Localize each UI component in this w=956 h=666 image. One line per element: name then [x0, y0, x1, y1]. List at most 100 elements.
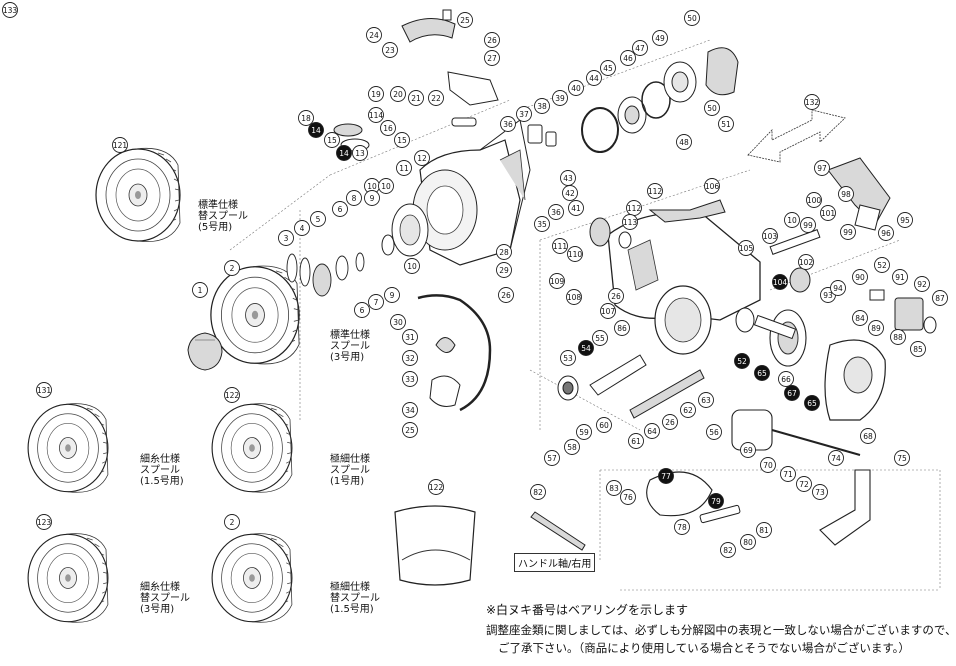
part-callout-circle — [592, 330, 608, 346]
part-callout-circle — [568, 200, 584, 216]
part-number: 18 — [301, 114, 311, 123]
part-callout-circle — [738, 240, 754, 256]
part-callout-3: 3 — [278, 230, 294, 246]
part-number: 81 — [759, 526, 769, 535]
part-number: 26 — [501, 291, 511, 300]
part-callout-circle — [662, 414, 678, 430]
part-number: 26 — [611, 292, 621, 301]
part-number: 52 — [877, 261, 887, 270]
part-callout-72: 72 — [796, 476, 812, 492]
part-callout-circle — [192, 282, 208, 298]
part-number: 15 — [397, 136, 407, 145]
part-number: 102 — [799, 258, 814, 267]
part-number: 70 — [763, 461, 773, 470]
part-callout-circle — [704, 100, 720, 116]
part-callout-circle — [890, 329, 906, 345]
part-number: 20 — [393, 90, 403, 99]
part-callout-30: 30 — [390, 314, 406, 330]
part-callout-20: 20 — [390, 86, 406, 102]
part-number: 100 — [807, 196, 822, 205]
part-callout-circle — [484, 50, 500, 66]
part-number: 26 — [665, 418, 675, 427]
part-number: 16 — [383, 124, 393, 133]
part-number: 91 — [895, 273, 905, 282]
part-number: 7 — [374, 298, 379, 307]
part-number: 94 — [833, 284, 843, 293]
handle-shaft — [530, 511, 586, 551]
spool-band — [394, 505, 476, 586]
part-callout-circle — [718, 116, 734, 132]
part-callout-73: 73 — [812, 484, 828, 500]
part-number: 97 — [817, 164, 827, 173]
part-callout-circle — [586, 70, 602, 86]
part-callout-14: 14 — [308, 122, 324, 138]
part-callout-circle — [622, 214, 638, 230]
part-number: 82 — [533, 488, 543, 497]
part-callout-circle — [874, 257, 890, 273]
part-number: 86 — [617, 324, 627, 333]
part-callout-40: 40 — [568, 80, 584, 96]
part-callout-33: 33 — [402, 371, 418, 387]
part-number: 55 — [595, 334, 605, 343]
part-callout-82: 82 — [530, 484, 546, 500]
part-callout-circle — [762, 228, 778, 244]
part-callout-circle — [402, 402, 418, 418]
part-callout-circle — [298, 110, 314, 126]
part-callout-112: 112 — [626, 200, 642, 216]
part-callout-circle — [390, 314, 406, 330]
part-number: 9 — [370, 194, 375, 203]
part-number: 83 — [609, 484, 619, 493]
part-callout-24: 24 — [366, 27, 382, 43]
part-callout-63: 63 — [698, 392, 714, 408]
part-callout-13: 13 — [352, 145, 368, 161]
part-callout-circle — [596, 417, 612, 433]
part-number: 47 — [635, 44, 645, 53]
part-number: 74 — [831, 454, 841, 463]
part-callout-105: 105 — [738, 240, 754, 256]
part-callout-circle — [294, 220, 310, 236]
part-number: 66 — [781, 375, 791, 384]
spool-label-line: (5号用) — [198, 221, 232, 233]
part-callout-114: 114 — [368, 107, 384, 123]
part-callout-12: 12 — [414, 150, 430, 166]
spool-label-line: (1.5号用) — [140, 475, 184, 487]
direction-arrow — [747, 109, 846, 163]
part-number: 23 — [385, 46, 395, 55]
part-callout-circle — [352, 145, 368, 161]
part-callout-circle — [368, 86, 384, 102]
part-callout-94: 94 — [830, 280, 846, 296]
part-callout-61: 61 — [628, 433, 644, 449]
part-callout-circle — [566, 289, 582, 305]
part-number: 2 — [230, 264, 235, 273]
part-number: 10 — [381, 182, 391, 191]
part-callout-58: 58 — [564, 439, 580, 455]
part-callout-96: 96 — [878, 225, 894, 241]
part-callout-6: 6 — [354, 302, 370, 318]
part-number: 50 — [707, 104, 717, 113]
part-callout-42: 42 — [562, 185, 578, 201]
part-callout-circle — [500, 116, 516, 132]
part-callout-26: 26 — [608, 288, 624, 304]
part-callout-circle — [562, 185, 578, 201]
part-callout-59: 59 — [576, 424, 592, 440]
part-callout-132: 132 — [804, 94, 820, 110]
part-callout-6: 6 — [332, 201, 348, 217]
part-callout-97: 97 — [814, 160, 830, 176]
part-callout-circle — [620, 489, 636, 505]
part-callout-circle — [549, 273, 565, 289]
part-callout-99: 99 — [800, 217, 816, 233]
spool-label-line: (3号用) — [140, 603, 174, 615]
part-number: 111 — [553, 242, 568, 251]
part-callout-121: 121 — [112, 137, 128, 153]
part-callout-39: 39 — [552, 90, 568, 106]
part-callout-circle — [394, 132, 410, 148]
part-callout-circle — [368, 294, 384, 310]
part-number: 69 — [743, 446, 753, 455]
drag-knob — [187, 332, 223, 371]
spool-121 — [95, 147, 181, 243]
part-callout-circle — [414, 150, 430, 166]
part-callout-circle — [756, 522, 772, 538]
